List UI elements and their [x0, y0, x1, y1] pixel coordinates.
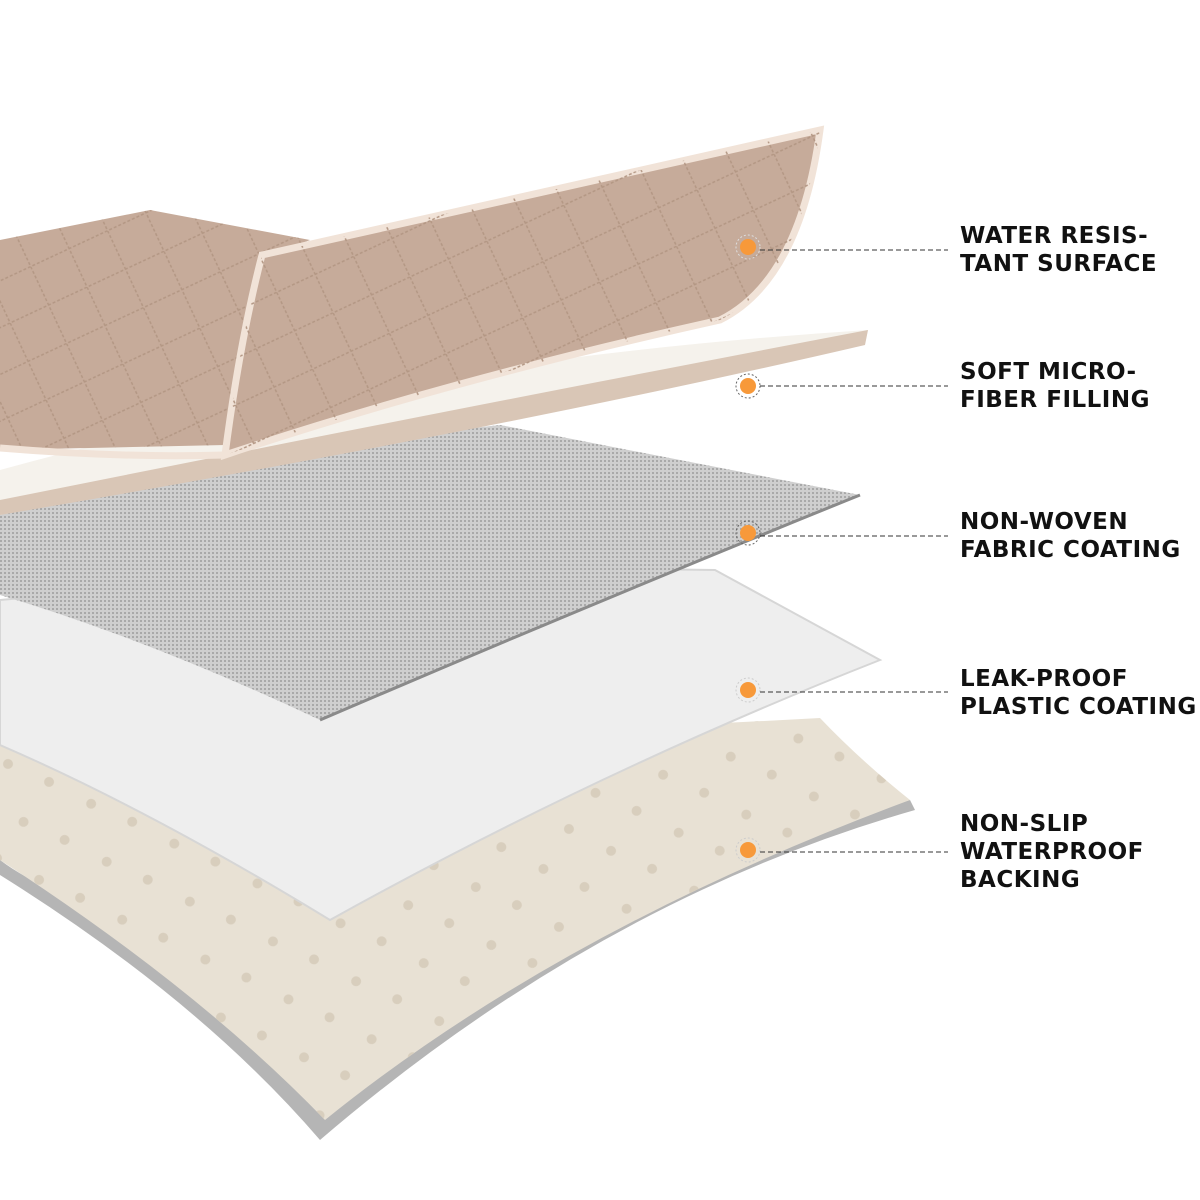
label-plastic-coating: LEAK-PROOF PLASTIC COATING	[960, 665, 1197, 721]
marker-filling	[735, 373, 948, 399]
label-line: TANT SURFACE	[960, 251, 1158, 277]
label-line: BACKING	[960, 867, 1081, 893]
marker-backing	[735, 837, 948, 863]
marker-plastic	[735, 677, 948, 703]
label-line: WATERPROOF	[960, 839, 1144, 865]
marker-nonwoven	[735, 520, 948, 546]
label-line: PLASTIC COATING	[960, 694, 1197, 720]
callout-markers	[735, 234, 948, 863]
label-nonwoven-coating: NON-WOVEN FABRIC COATING	[960, 508, 1181, 564]
layer-filling	[0, 330, 868, 515]
label-line: WATER RESIS-	[960, 223, 1149, 249]
label-microfiber-filling: SOFT MICRO- FIBER FILLING	[960, 358, 1150, 414]
label-line: FIBER FILLING	[960, 387, 1150, 413]
label-water-resistant-surface: WATER RESIS- TANT SURFACE	[960, 222, 1157, 278]
layer-nonwoven	[0, 425, 861, 722]
marker-surface	[735, 234, 948, 260]
label-line: NON-WOVEN	[960, 509, 1129, 535]
label-nonslip-backing: NON-SLIP WATERPROOF BACKING	[960, 810, 1144, 894]
layer-surface	[0, 125, 825, 461]
label-line: SOFT MICRO-	[960, 359, 1137, 385]
label-line: FABRIC COATING	[960, 537, 1181, 563]
label-line: LEAK-PROOF	[960, 666, 1128, 692]
label-line: NON-SLIP	[960, 811, 1089, 837]
